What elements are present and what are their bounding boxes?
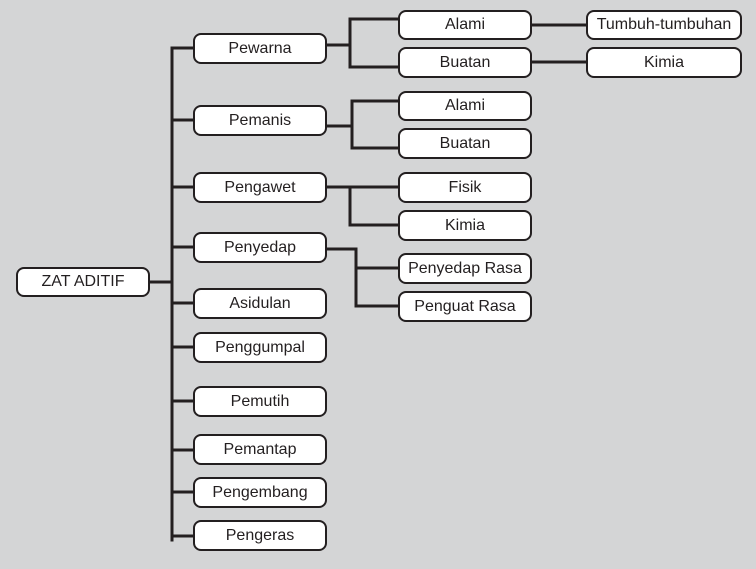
subtype-node-pewarna-alami: Alami [398,10,532,40]
category-node-pengeras: Pengeras [193,520,327,551]
category-node-pewarna: Pewarna [193,33,327,64]
subtype-node-pengawet-fisik: Fisik [398,172,532,203]
category-node-pemanis: Pemanis [193,105,327,136]
subtype-node-pemanis-alami: Alami [398,91,532,121]
subtype-node-pewarna-buatan: Buatan [398,47,532,78]
category-node-pemutih: Pemutih [193,386,327,417]
category-node-pemantap: Pemantap [193,434,327,465]
category-node-pengembang: Pengembang [193,477,327,508]
subtype-node-pengawet-kimia: Kimia [398,210,532,241]
source-node-tumbuh-tumbuhan: Tumbuh-tumbuhan [586,10,742,40]
subtype-node-penyedap-rasa: Penyedap Rasa [398,253,532,284]
category-node-penggumpal: Penggumpal [193,332,327,363]
source-node-kimia: Kimia [586,47,742,78]
subtype-node-pemanis-buatan: Buatan [398,128,532,159]
category-node-penyedap: Penyedap [193,232,327,263]
root-node: ZAT ADITIF [16,267,150,297]
subtype-node-penguat-rasa: Penguat Rasa [398,291,532,322]
category-node-asidulan: Asidulan [193,288,327,319]
category-node-pengawet: Pengawet [193,172,327,203]
